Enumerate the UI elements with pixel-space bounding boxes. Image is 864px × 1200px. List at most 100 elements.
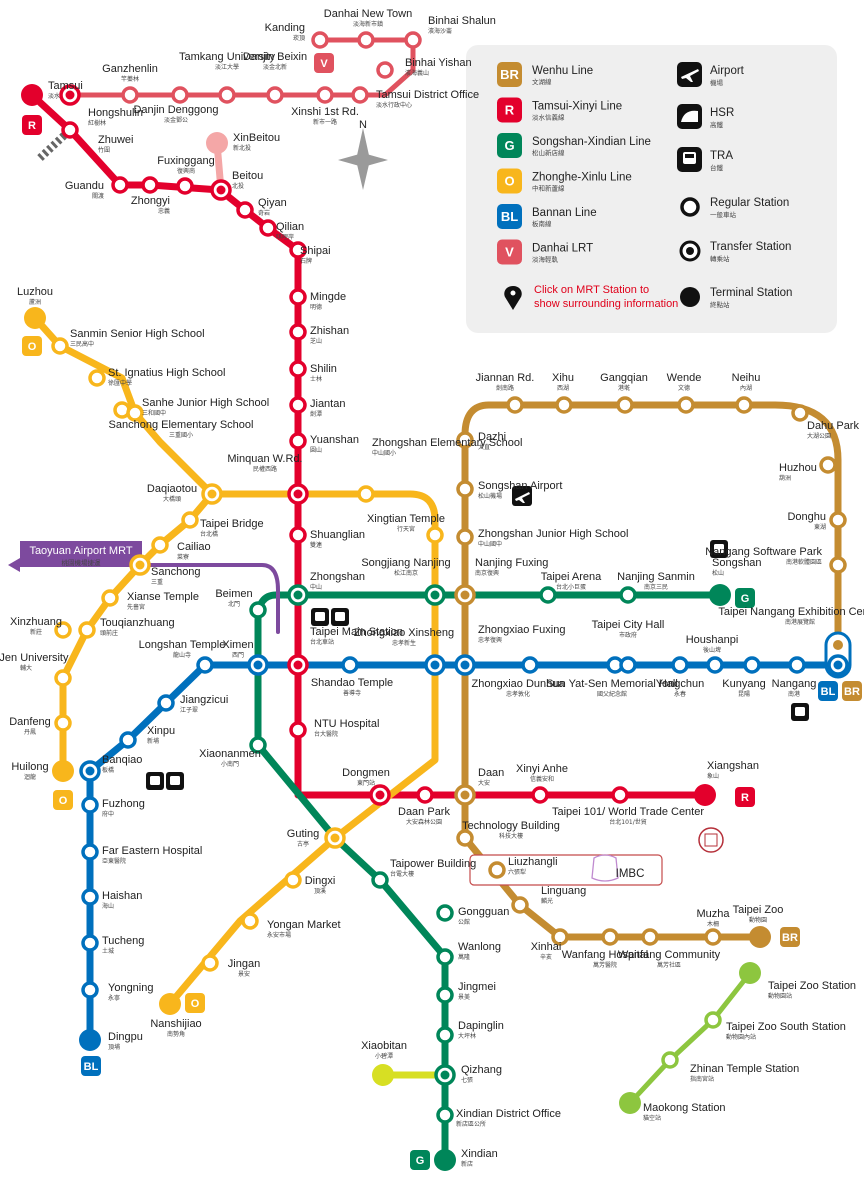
regular-station-marker[interactable] <box>81 981 99 999</box>
station-liuzhangli[interactable] <box>488 861 506 879</box>
station-zh[interactable]: 崁頂 <box>293 35 305 42</box>
regular-station-marker[interactable] <box>289 721 307 739</box>
station-name[interactable]: Dazhi <box>478 431 506 443</box>
regular-station-marker[interactable] <box>506 396 524 414</box>
station-name[interactable]: Cailiao <box>177 541 211 553</box>
regular-station-marker[interactable] <box>357 31 375 49</box>
regular-station-marker[interactable] <box>829 511 847 529</box>
station-name[interactable]: Hongshulin <box>88 107 143 119</box>
regular-station-marker[interactable] <box>266 86 284 104</box>
station-name[interactable]: Fuzhong <box>102 798 145 810</box>
station-yonganmarket[interactable] <box>241 912 259 930</box>
station-name[interactable]: Ximen <box>222 639 253 651</box>
station-zh[interactable]: 西門 <box>232 652 244 659</box>
station-name[interactable]: Touqianzhuang <box>100 617 175 629</box>
regular-station-marker[interactable] <box>456 480 474 498</box>
station-shuanglian[interactable] <box>289 526 307 544</box>
regular-station-marker[interactable] <box>601 928 619 946</box>
station-danfeng[interactable] <box>54 714 72 732</box>
station-name[interactable]: Nanshijiao <box>150 1018 201 1030</box>
regular-station-marker[interactable] <box>704 1011 722 1029</box>
station-name[interactable]: Xinyi Anhe <box>516 763 568 775</box>
station-zh[interactable]: 丹鳳 <box>24 729 36 736</box>
regular-station-marker[interactable] <box>101 589 119 607</box>
regular-station-marker[interactable] <box>551 928 569 946</box>
station-name[interactable]: Xinhai <box>531 941 562 953</box>
station-xiangshan[interactable] <box>694 784 716 806</box>
station-name[interactable]: Dingxi <box>305 875 336 887</box>
station-name[interactable]: Minquan W.Rd. <box>227 453 302 465</box>
regular-station-marker[interactable] <box>671 656 689 674</box>
regular-station-marker[interactable] <box>289 360 307 378</box>
station-name[interactable]: Xihu <box>552 372 574 384</box>
station-zh[interactable]: 松山機場 <box>478 492 502 500</box>
regular-station-marker[interactable] <box>436 948 454 966</box>
station-zh[interactable]: 北門 <box>228 600 240 608</box>
station-name[interactable]: Zhongshan <box>310 571 365 583</box>
station-name[interactable]: Shuanglian <box>310 529 365 541</box>
station-name[interactable]: Xinzhuang <box>10 616 62 628</box>
station-taipeibridge[interactable] <box>181 511 199 529</box>
station-name[interactable]: Qizhang <box>461 1064 502 1076</box>
station-nanshijiao[interactable] <box>159 993 181 1015</box>
station-name[interactable]: Haishan <box>102 890 142 902</box>
station-name[interactable]: Shandao Temple <box>311 677 393 689</box>
station-name[interactable]: Gongguan <box>458 906 509 918</box>
station-name[interactable]: Far Eastern Hospital <box>102 845 202 857</box>
station-songshanairport[interactable] <box>456 480 474 498</box>
station-name[interactable]: Jingmei <box>458 981 496 993</box>
regular-station-marker[interactable] <box>341 656 359 674</box>
station-name[interactable]: Mingde <box>310 291 346 303</box>
station-name[interactable]: Zhongxiao Dunhua <box>472 678 566 690</box>
station-nanjingfuxing[interactable] <box>454 584 476 606</box>
station-qiyan[interactable] <box>236 201 254 219</box>
station-zh[interactable]: 淡水行政中心 <box>376 101 412 109</box>
regular-station-marker[interactable] <box>289 241 307 259</box>
station-name[interactable]: Xindian <box>461 1148 498 1160</box>
station-label-nangangexh[interactable]: Taipei Nangang Exhibition Center南港展覽館 <box>718 606 864 626</box>
station-name[interactable]: Muzha <box>696 908 730 920</box>
station-name[interactable]: Xinshi 1st Rd. <box>291 106 359 118</box>
station-zh[interactable]: 南港 <box>788 690 800 698</box>
regular-station-marker[interactable] <box>284 871 302 889</box>
station-gangqian[interactable] <box>616 396 634 414</box>
station-zh[interactable]: 小南門 <box>221 760 239 768</box>
station-zh[interactable]: 大安 <box>478 779 490 787</box>
terminal-station-marker[interactable] <box>206 132 228 154</box>
station-zh[interactable]: 忠孝復興 <box>478 636 502 644</box>
terminal-station-marker[interactable] <box>619 1092 641 1114</box>
station-daqiaotou[interactable] <box>201 483 223 505</box>
station-zh[interactable]: 新莊 <box>30 628 42 636</box>
station-zh[interactable]: 市政府 <box>619 631 637 639</box>
station-name[interactable]: Taipower Building <box>390 858 476 870</box>
station-name[interactable]: Houshanpi <box>686 634 739 646</box>
station-zh[interactable]: 永安市場 <box>267 931 291 939</box>
station-technology[interactable] <box>456 829 474 847</box>
station-zh[interactable]: 信義安和 <box>530 775 554 783</box>
station-zhongxiaoxinsheng[interactable] <box>424 654 446 676</box>
regular-station-marker[interactable] <box>511 896 529 914</box>
terminal-station-marker[interactable] <box>749 926 771 948</box>
station-zh[interactable]: 士林 <box>310 375 322 383</box>
station-zh[interactable]: 紅樹林 <box>88 119 106 127</box>
